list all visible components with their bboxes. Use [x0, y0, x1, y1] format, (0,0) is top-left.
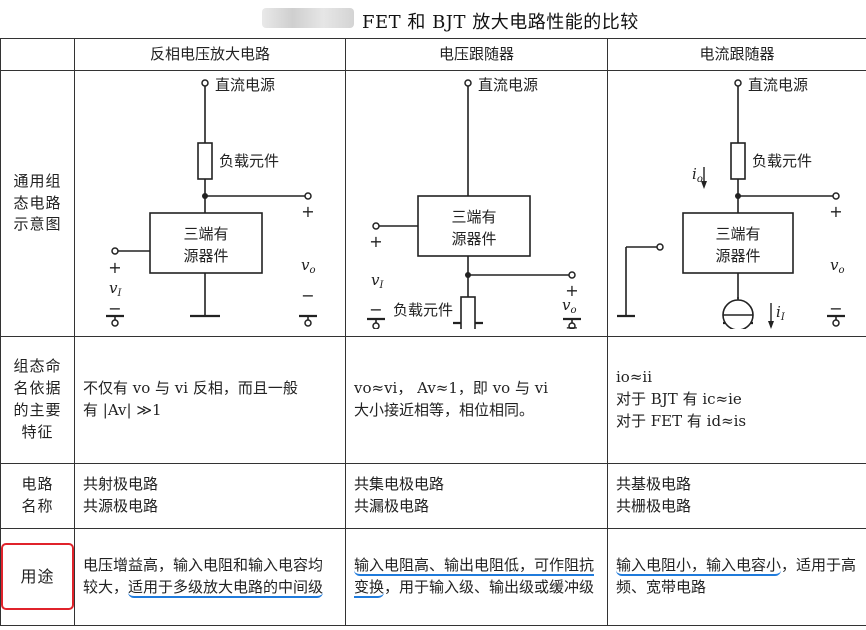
- output-voltage-label: vo: [830, 256, 845, 276]
- basis-text: io≈ii: [616, 368, 652, 387]
- minus-sign: −: [108, 299, 121, 318]
- circuit-name: 共集电极电路: [354, 475, 445, 493]
- basis-cell-inverting: 不仅有 vo 与 vi 反相，而且一般 有 |Av| ≫1: [74, 335, 346, 464]
- minus-sign: −: [829, 299, 842, 318]
- use-text-underlined: 输入电阻小，输入电容小: [616, 556, 782, 576]
- name-cell-current-follower: 共基极电路 共栅极电路: [607, 462, 866, 529]
- basis-text: 有 |Av| ≫1: [83, 400, 162, 419]
- current-follower-diagram: 直流电源 负载元件 三端有 源器件 + − vo io iI: [617, 76, 845, 333]
- dc-source-label: 直流电源: [478, 76, 538, 94]
- dc-source-label: 直流电源: [748, 76, 808, 94]
- column-header: 电压跟随器: [345, 38, 608, 71]
- dc-source-label: 直流电源: [215, 76, 275, 94]
- plus-sign: +: [369, 232, 382, 251]
- use-row: 用途 电压增益高，输入电阻和输入电容均较大，适用于多级放大电路的中间级 输入电阻…: [0, 527, 866, 626]
- use-text: 电压增益高，输入电阻和输入电容均较大，: [83, 556, 324, 596]
- output-current-label: io: [692, 165, 703, 185]
- header-corner: [0, 38, 75, 71]
- minus-sign: −: [301, 286, 314, 305]
- plus-sign: +: [829, 202, 842, 221]
- minus-sign: −: [369, 300, 382, 319]
- inverting-amplifier-diagram: 直流电源 负载元件 三端有 源器件 + − + − vI vo: [106, 76, 317, 327]
- use-label-highlight-box: 用途: [1, 543, 74, 611]
- basis-cell-current-follower: io≈ii 对于 BJT 有 ic≈ie 对于 FET 有 id≈is: [607, 335, 866, 464]
- input-current-label: iI: [776, 303, 786, 323]
- device-label: 源器件: [183, 247, 228, 265]
- voltage-follower-diagram: 直流电源 三端有 源器件 + − 负载元件 + − vI vo: [367, 76, 581, 337]
- device-block: [682, 212, 794, 274]
- name-cell-inverting: 共射极电路 共源极电路: [74, 462, 346, 529]
- use-cell-voltage-follower: 输入电阻高、输出电阻低，可作阻抗变换，用于输入级、输出级或缓冲级: [345, 527, 608, 626]
- circuit-name: 共栅极电路: [616, 496, 692, 515]
- load-label: 负载元件: [393, 301, 453, 319]
- basis-text: 对于 BJT 有 ic≈ie: [616, 389, 742, 408]
- row-label-diagram: 通用组 态电路 示意图: [0, 70, 75, 337]
- row-label-line: 的主要: [13, 400, 62, 419]
- device-block: [149, 212, 263, 274]
- circuit-cell-inverting: 直流电源 负载元件 三端有 源器件 + − + − vI vo: [74, 70, 346, 337]
- device-label: 三端有: [451, 208, 496, 226]
- row-label-name: 电路 名称: [0, 462, 75, 529]
- row-label-line: 电路: [21, 475, 54, 493]
- basis-row: 组态命 名依据 的主要 特征 不仅有 vo 与 vi 反相，而且一般 有 |Av…: [0, 335, 866, 464]
- circuit-cell-current-follower: 直流电源 负载元件 三端有 源器件 + − vo io iI: [607, 70, 866, 337]
- diagram-row: 通用组 态电路 示意图: [0, 70, 866, 337]
- load-resistor: [460, 296, 476, 334]
- circuit-cell-voltage-follower: 直流电源 三端有 源器件 + − 负载元件 + − vI vo: [345, 70, 608, 337]
- row-label-line: 特征: [21, 422, 54, 441]
- load-resistor: [197, 142, 213, 180]
- use-cell-inverting: 电压增益高，输入电阻和输入电容均较大，适用于多级放大电路的中间级: [74, 527, 346, 626]
- use-text: ，适用于高频、宽带电路: [616, 556, 857, 596]
- device-block: [417, 195, 531, 257]
- page-title-bar: FET 和 BJT 放大电路性能的比较: [0, 0, 866, 38]
- basis-text: 不仅有 vo 与 vi 反相，而且一般: [83, 379, 298, 397]
- use-text-underlined: 输入电阻高、输出电阻低，可作阻抗变换: [354, 556, 595, 598]
- plus-sign: +: [565, 281, 578, 300]
- column-header: 电流跟随器: [607, 38, 866, 71]
- column-header: 反相电压放大电路: [74, 38, 346, 71]
- redacted-logo: [262, 8, 354, 28]
- row-label-basis: 组态命 名依据 的主要 特征: [0, 335, 75, 464]
- device-label: 三端有: [715, 225, 760, 243]
- load-resistor: [730, 142, 746, 180]
- basis-cell-voltage-follower: vo≈vi， Av≈1，即 vo 与 vi 大小接近相等，相位相同。: [345, 335, 608, 464]
- input-voltage-label: vI: [371, 271, 384, 291]
- load-label: 负载元件: [219, 152, 279, 170]
- row-label-line: 通用组: [13, 171, 62, 190]
- dc-terminal: [201, 79, 209, 87]
- load-label: 负载元件: [752, 152, 812, 170]
- use-text-underlined: 适用于多级放大电路的中间级: [128, 577, 324, 598]
- use-cell-current-follower: 输入电阻小，输入电容小，适用于高频、宽带电路: [607, 527, 866, 626]
- circuit-name: 共源极电路: [83, 496, 159, 515]
- row-label-line: 名称: [21, 496, 54, 515]
- plus-sign: +: [108, 258, 121, 277]
- header-row: 反相电压放大电路 电压跟随器 电流跟随器: [0, 38, 866, 71]
- output-voltage-label: vo: [562, 296, 577, 316]
- comparison-table: 反相电压放大电路 电压跟随器 电流跟随器 通用组 态电路 示意图: [0, 38, 866, 626]
- row-label-use: 用途: [0, 527, 75, 626]
- circuit-name: 共基极电路: [616, 475, 692, 493]
- row-label-line: 态电路: [13, 193, 62, 212]
- input-voltage-label: vI: [109, 279, 122, 299]
- name-cell-voltage-follower: 共集电极电路 共漏极电路: [345, 462, 608, 529]
- device-label: 三端有: [183, 225, 228, 243]
- row-label-line: 组态命: [13, 357, 62, 376]
- device-label: 源器件: [451, 230, 496, 248]
- basis-text: 大小接近相等，相位相同。: [354, 400, 535, 419]
- minus-sign: −: [565, 318, 578, 329]
- basis-text: 对于 FET 有 id≈is: [616, 411, 747, 430]
- row-label-line: 名依据: [13, 379, 62, 397]
- use-text: ，用于输入级、输出级或缓冲级: [384, 577, 595, 596]
- device-label: 源器件: [715, 247, 760, 265]
- page-title: FET 和 BJT 放大电路性能的比较: [362, 12, 639, 33]
- circuit-name: 共射极电路: [83, 475, 159, 493]
- name-row: 电路 名称 共射极电路 共源极电路 共集电极电路 共漏极电路 共基极电路 共栅极…: [0, 462, 866, 529]
- output-voltage-label: vo: [301, 256, 316, 276]
- plus-sign: +: [301, 202, 314, 221]
- row-label-line: 示意图: [13, 215, 62, 234]
- basis-text: vo≈vi， Av≈1，即 vo 与 vi: [354, 379, 549, 397]
- circuit-name: 共漏极电路: [354, 496, 430, 515]
